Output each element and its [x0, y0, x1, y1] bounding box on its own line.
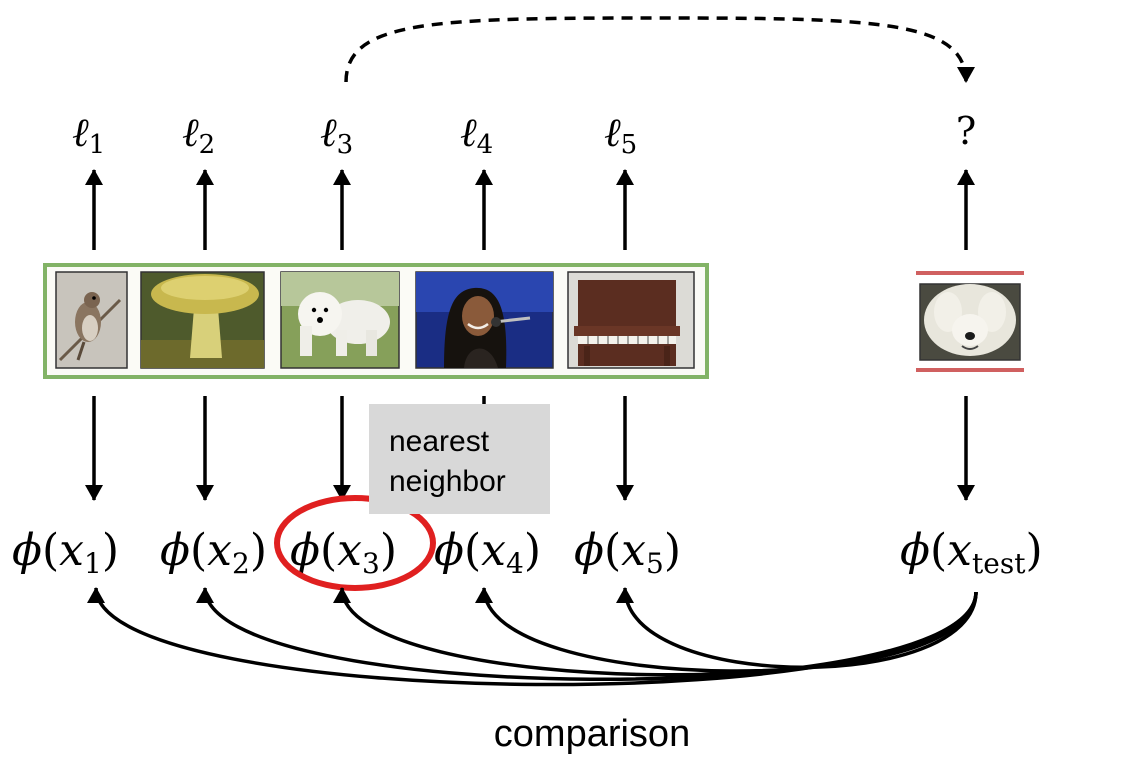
feature-3: ϕ(x3) [290, 525, 397, 580]
feature-5: ϕ(x5) [574, 525, 681, 580]
callout-line-1: nearest [389, 425, 490, 458]
comparison-curve-1 [87, 587, 978, 687]
query-set [916, 271, 1024, 372]
label-3: ℓ3 [320, 110, 353, 160]
image-mushroom [140, 271, 265, 369]
label-2: ℓ2 [182, 110, 215, 160]
image-fluffy-dog [919, 283, 1021, 361]
feature-2: ϕ(x2) [160, 525, 267, 580]
comparison-curve-4 [475, 587, 978, 673]
label-4: ℓ4 [460, 110, 493, 160]
label-5: ℓ5 [604, 110, 637, 160]
comparison-curve-5 [616, 587, 978, 669]
comparison-label: comparison [494, 713, 690, 755]
comparison-curve-3 [333, 587, 978, 677]
up-arrows [85, 169, 975, 250]
label-1: ℓ1 [72, 110, 105, 160]
comparison-curves [87, 587, 978, 687]
query-label: ? [956, 109, 976, 153]
nearest-neighbor-callout: nearest neighbor [369, 404, 550, 514]
image-singer [415, 271, 554, 369]
nearest-neighbor-highlight [274, 495, 436, 591]
feature-test: ϕ(xtest) [900, 525, 1043, 580]
image-piano [567, 271, 695, 369]
label-transfer-arrow [344, 16, 975, 83]
label-row: ℓ1 ℓ2 ℓ3 ℓ4 ℓ5 ? [72, 109, 976, 160]
image-bird [55, 271, 128, 369]
feature-row: ϕ(x1) ϕ(x2) ϕ(x3) ϕ(x4) ϕ(x5) ϕ(xtest) [12, 525, 1043, 580]
callout-line-2: neighbor [389, 465, 506, 498]
feature-1: ϕ(x1) [12, 525, 119, 580]
support-set [43, 263, 709, 379]
image-white-dog [280, 271, 400, 369]
feature-4: ϕ(x4) [434, 525, 541, 580]
